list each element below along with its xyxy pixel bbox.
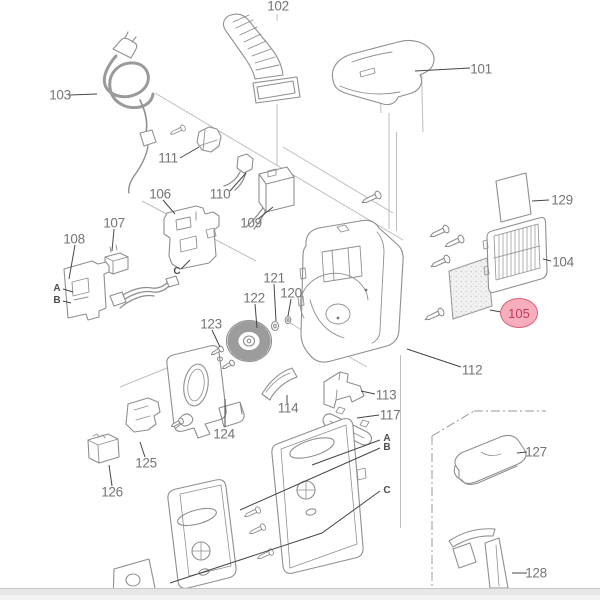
- part-104-grille-cover: [482, 216, 548, 294]
- part-label-107[interactable]: 107: [103, 215, 125, 231]
- assembly-letter-B: B: [383, 442, 391, 453]
- part-label-106[interactable]: 106: [149, 186, 171, 202]
- part-label-125[interactable]: 125: [135, 455, 157, 471]
- assembly-letter-B: B: [53, 295, 61, 306]
- part-108-switch-plate: [63, 260, 110, 321]
- part-label-112[interactable]: 112: [461, 362, 483, 378]
- part-label-128[interactable]: 128: [525, 565, 547, 581]
- part-label-121[interactable]: 121: [263, 270, 285, 286]
- part-120-washer: [284, 315, 292, 325]
- part-label-103[interactable]: 103: [49, 87, 71, 103]
- leader-lines: [62, 67, 552, 584]
- part-102-exhaust-hose: [222, 13, 301, 104]
- part-label-114[interactable]: 114: [277, 400, 299, 416]
- part-label-111[interactable]: 111: [158, 150, 178, 166]
- part-label-105-highlighted[interactable]: 105: [500, 298, 538, 328]
- tank-inner-panel: [167, 479, 237, 589]
- part-110-wire-clip: [223, 153, 254, 191]
- part-label-127[interactable]: 127: [525, 444, 547, 460]
- part-label-126[interactable]: 126: [101, 484, 123, 500]
- part-109-transformer: [246, 166, 295, 230]
- part-121-washer: [270, 320, 280, 332]
- part-label-123[interactable]: 123: [200, 316, 222, 332]
- part-122-fan-wheel: [225, 319, 273, 363]
- part-label-120[interactable]: 120: [280, 285, 302, 301]
- wire-harness: [109, 275, 180, 309]
- tank-front-panel: [271, 418, 367, 574]
- part-126-cap: [87, 433, 120, 464]
- part-label-102[interactable]: 102: [267, 0, 289, 14]
- part-label-109[interactable]: 109: [240, 215, 262, 231]
- part-label-124[interactable]: 124: [213, 426, 235, 442]
- page-bottom-bar-light: [0, 595, 600, 600]
- part-label-110[interactable]: 110: [209, 186, 231, 202]
- part-label-122[interactable]: 122: [243, 290, 265, 306]
- part-127-storage-bag: [453, 434, 527, 486]
- part-label-108[interactable]: 108: [63, 231, 85, 247]
- part-128-drain-fitting: [448, 528, 509, 589]
- assembly-letter-C: C: [383, 485, 391, 496]
- part-103-power-cord: [102, 31, 157, 194]
- part-125-switch-block: [125, 397, 185, 433]
- part-label-104[interactable]: 104: [552, 254, 574, 270]
- page-bottom-edge: [0, 588, 600, 589]
- part-107-connector: [104, 244, 129, 275]
- part-123-bolts: [209, 344, 236, 372]
- part-label-113[interactable]: 113: [375, 387, 397, 403]
- part-101-top-cover: [331, 39, 435, 106]
- part-105-filter: [448, 257, 493, 320]
- assembly-letter-A: A: [53, 283, 61, 294]
- accessory-boundary-lines: [431, 410, 546, 592]
- page-bottom-bar: [0, 589, 600, 595]
- part-label-117[interactable]: 117: [379, 407, 401, 423]
- part-113-bracket: [323, 371, 365, 409]
- part-114-baffle-sheet: [261, 367, 298, 401]
- part-129-sheet: [495, 172, 532, 223]
- part-111-clamp: [196, 126, 222, 153]
- part-112-main-housing: [297, 219, 404, 363]
- part-106-controller-assembly: [163, 205, 220, 270]
- assembly-letter-A: A: [383, 433, 391, 444]
- part-label-101[interactable]: 101: [470, 61, 492, 77]
- assembly-letter-C: C: [173, 266, 181, 277]
- part-label-129[interactable]: 129: [551, 192, 573, 208]
